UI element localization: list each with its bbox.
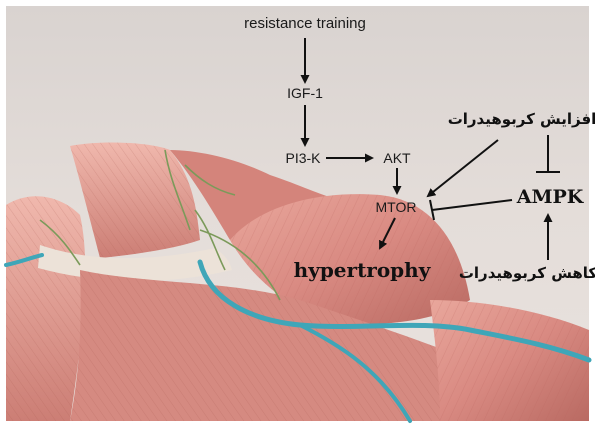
- label-hypertrophy: hypertrophy: [294, 258, 432, 282]
- left-shoulder-fibers: [6, 196, 85, 421]
- label-resistance-training: resistance training: [244, 15, 366, 32]
- label-ampk: AMPK: [516, 186, 585, 208]
- label-mtor: MTOR: [376, 199, 417, 215]
- label-increase-carbs: افزایش کربوهیدرات: [448, 110, 595, 128]
- label-igf1: IGF-1: [287, 85, 323, 101]
- label-akt: AKT: [383, 150, 411, 166]
- label-decrease-carbs: کاهش کربوهیدرات: [459, 264, 595, 282]
- label-pi3k: PI3-K: [285, 150, 321, 166]
